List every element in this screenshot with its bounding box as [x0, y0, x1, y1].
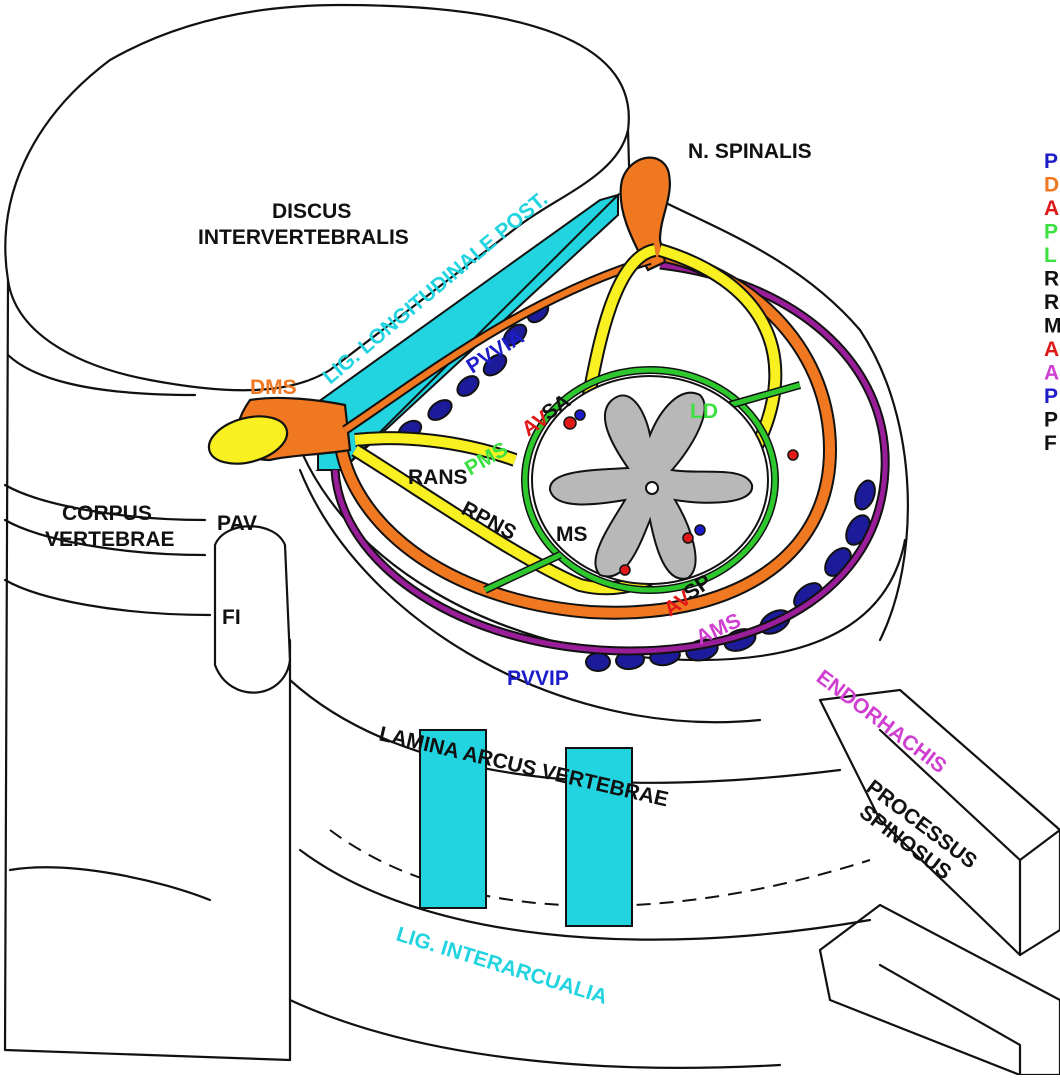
n-spinalis-label: N. SPINALIS [688, 140, 812, 163]
corpus-band-4 [10, 867, 210, 900]
central-canal [646, 482, 658, 494]
rans-label: RANS [408, 466, 468, 489]
ms-label: MS [556, 523, 588, 546]
processus-block-upper [820, 690, 1060, 955]
legend-item: P [1044, 150, 1058, 173]
processus-block-lower-edge [880, 965, 1020, 1075]
legend-item: P [1044, 409, 1058, 432]
legend-item: D [1044, 174, 1059, 197]
endorhachis-label: ENDORHACHIS [812, 666, 951, 778]
lig-interarcualia-label: LIG. INTERARCUALIA [394, 923, 610, 1009]
corpus-band-3 [5, 580, 210, 615]
pav-label: PAV [217, 512, 257, 535]
legend-item: P [1044, 221, 1058, 244]
fi-label: FI [222, 606, 241, 629]
legend-item: F [1044, 432, 1057, 455]
dms-label: DMS [250, 376, 297, 399]
legend-item: A [1044, 197, 1059, 220]
processus-block-lower [820, 905, 1060, 1075]
discus-label-1: DISCUS [272, 200, 351, 223]
legend-item: A [1044, 338, 1059, 361]
legend-item: R [1044, 291, 1059, 314]
disc-band-lower [8, 355, 195, 395]
pvvip-label: PVVIP [507, 667, 569, 690]
corpus-label-2: VERTEBRAE [45, 528, 175, 551]
corpus-outline [5, 280, 290, 1060]
legend-item: R [1044, 268, 1059, 291]
corpus-label-1: CORPUS [62, 502, 152, 525]
lamina-bottom [290, 1000, 780, 1068]
legend-item: M [1044, 315, 1060, 338]
legend-item: P [1044, 385, 1058, 408]
legend-item: L [1044, 244, 1057, 267]
ld-label: LD [690, 400, 718, 423]
legend-item: A [1044, 362, 1059, 385]
discus-label-2: INTERVERTEBRALIS [198, 226, 409, 249]
